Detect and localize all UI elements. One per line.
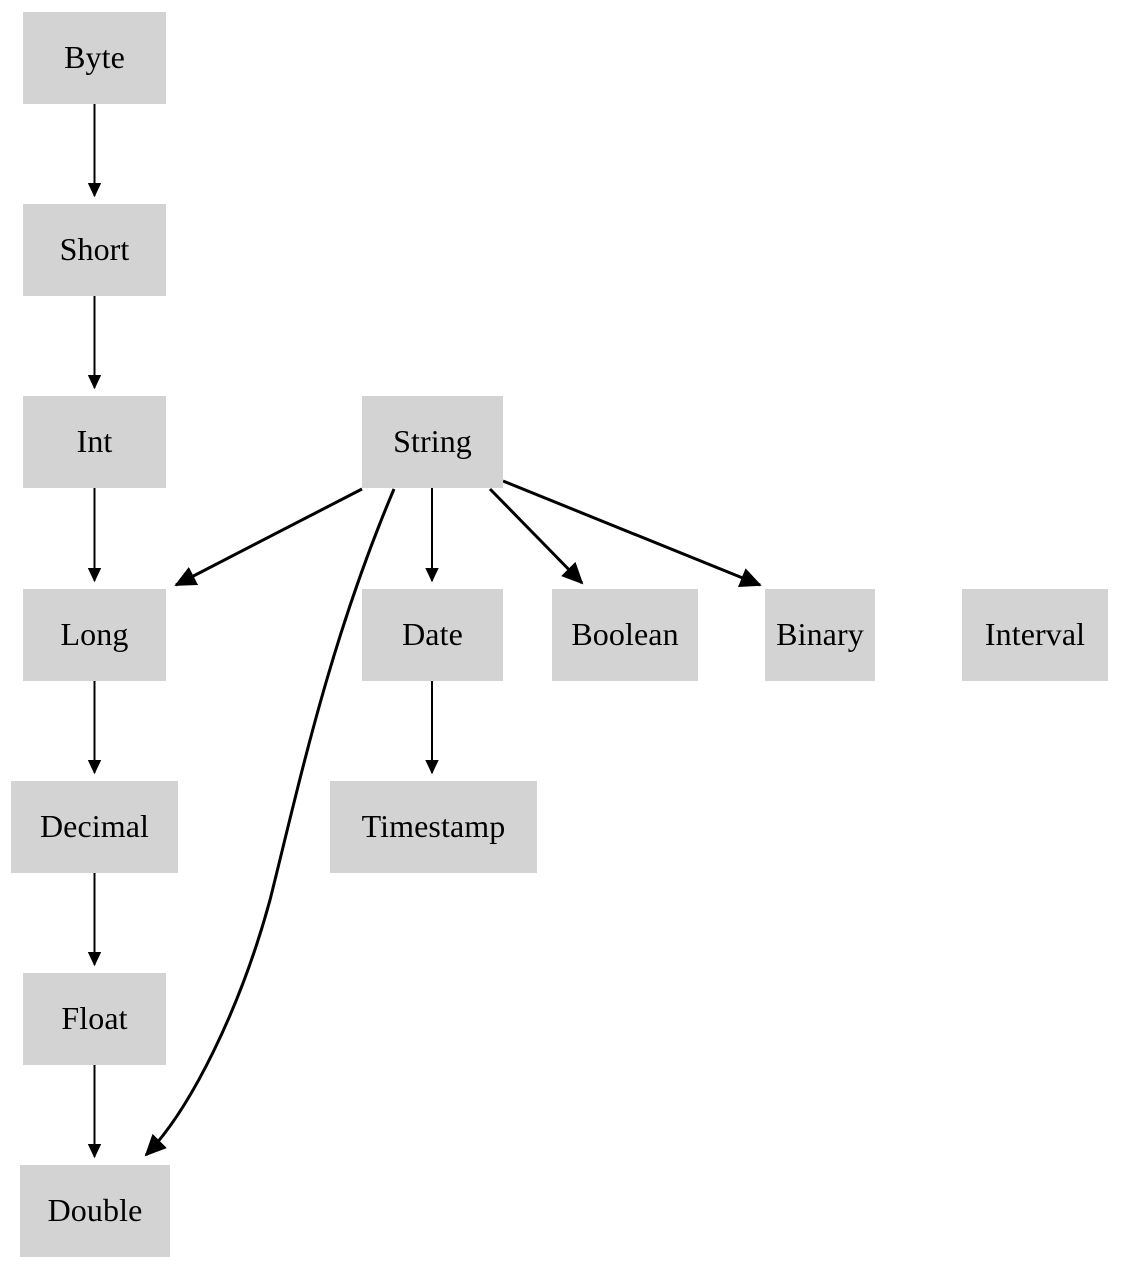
node-interval[interactable]: Interval <box>962 589 1108 681</box>
node-label: Timestamp <box>361 808 506 844</box>
node-label: Decimal <box>39 808 150 844</box>
node-label: Byte <box>64 39 125 75</box>
node-label: Long <box>60 616 129 652</box>
edge-string-boolean <box>488 487 584 585</box>
node-byte[interactable]: Byte <box>23 12 166 104</box>
node-string[interactable]: String <box>362 396 503 488</box>
node-boolean[interactable]: Boolean <box>552 589 698 681</box>
node-label: Int <box>76 423 113 459</box>
node-short[interactable]: Short <box>23 204 166 296</box>
node-double[interactable]: Double <box>20 1165 170 1257</box>
node-label: Interval <box>984 616 1086 652</box>
node-int[interactable]: Int <box>23 396 166 488</box>
node-binary[interactable]: Binary <box>765 589 875 681</box>
node-label: Boolean <box>571 616 679 652</box>
edge-string-long <box>174 487 363 587</box>
edge-string-binary <box>502 479 762 588</box>
node-label: Short <box>59 231 130 267</box>
node-label: Date <box>402 616 463 652</box>
node-label: Binary <box>776 616 864 652</box>
node-label: Double <box>47 1192 143 1228</box>
node-timestamp[interactable]: Timestamp <box>330 781 537 873</box>
node-label: String <box>393 423 472 459</box>
node-decimal[interactable]: Decimal <box>11 781 178 873</box>
node-long[interactable]: Long <box>23 589 166 681</box>
node-date[interactable]: Date <box>362 589 503 681</box>
node-float[interactable]: Float <box>23 973 166 1065</box>
node-label: Float <box>61 1000 128 1036</box>
